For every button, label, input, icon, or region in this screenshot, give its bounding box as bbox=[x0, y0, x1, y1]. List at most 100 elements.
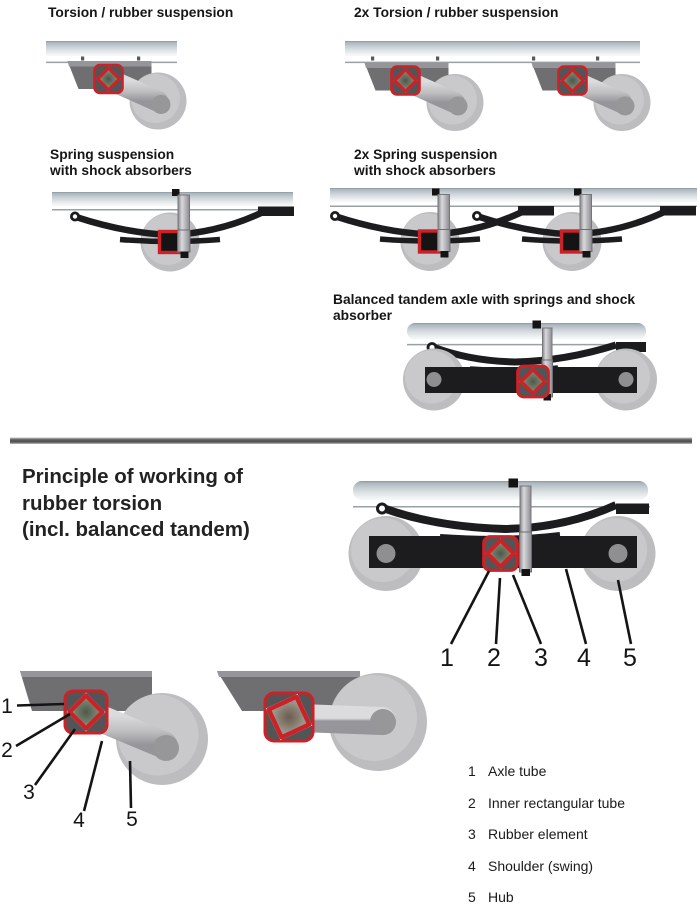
callout-lines bbox=[15, 702, 133, 812]
legend-item-axle-tube: 1 Axle tube bbox=[468, 763, 546, 779]
figure-balanced-tandem bbox=[403, 320, 657, 411]
title-spring-single: Spring suspension with shock absorbers bbox=[50, 147, 192, 180]
legend-label: Shoulder (swing) bbox=[488, 857, 594, 874]
legend-item-hub: 5 Hub bbox=[468, 889, 514, 905]
figure-torsion-detail-rest: 1 2 3 4 5 bbox=[1, 671, 208, 832]
inner-rectangular-tube bbox=[67, 693, 105, 731]
torsion-element bbox=[481, 534, 520, 573]
legend-label: Axle tube bbox=[488, 763, 547, 779]
figure-torsion-single bbox=[46, 41, 187, 130]
title-spring-double: 2x Spring suspension with shock absorber… bbox=[354, 147, 497, 180]
shock-absorber-lower bbox=[519, 531, 532, 573]
legend-item-shoulder: 4 Shoulder (swing) bbox=[468, 858, 593, 874]
rail-bolt bbox=[532, 56, 536, 61]
legend-item-rubber-element: 3 Rubber element bbox=[468, 826, 588, 842]
callout-line-2 bbox=[494, 577, 502, 645]
shock-bottom-mount bbox=[521, 569, 530, 576]
leaf-spring-main bbox=[431, 341, 618, 366]
callout-numbers: 1 2 3 4 5 bbox=[1, 695, 138, 832]
callout-number: 2 bbox=[487, 644, 501, 672]
legend-num: 5 bbox=[468, 889, 476, 905]
callout-line-3 bbox=[511, 574, 543, 645]
torsion-axle-unit bbox=[532, 63, 651, 132]
rail-bolt bbox=[371, 56, 375, 61]
legend-num: 1 bbox=[468, 763, 476, 779]
title-torsion-single: Torsion / rubber suspension bbox=[48, 5, 234, 20]
callout-number: 5 bbox=[623, 644, 637, 672]
mounting-bracket-top-edge bbox=[217, 671, 360, 677]
spring-shackle-plate bbox=[616, 342, 646, 352]
rail-bolt bbox=[596, 56, 600, 61]
callout-number: 4 bbox=[73, 809, 85, 832]
chassis-rail bbox=[52, 192, 293, 206]
beam-pivot bbox=[376, 544, 396, 563]
callout-line-4 bbox=[82, 740, 104, 812]
callout-number: 3 bbox=[23, 781, 35, 804]
callout-number: 5 bbox=[126, 808, 138, 831]
shock-top-mount bbox=[532, 320, 541, 329]
torsion-axle-unit bbox=[365, 63, 484, 132]
callout-number: 2 bbox=[1, 739, 13, 762]
callout-lines bbox=[449, 568, 633, 645]
principle-title: Principle of working of rubber torsion (… bbox=[22, 464, 250, 544]
torsion-element bbox=[515, 364, 551, 399]
spring-shackle-plate bbox=[616, 503, 649, 514]
rail-bolt bbox=[436, 56, 440, 61]
figure-spring-double bbox=[330, 188, 697, 271]
chassis-rail bbox=[330, 188, 697, 202]
beam-pivot bbox=[426, 372, 442, 387]
callout-line-5 bbox=[616, 579, 633, 645]
chassis-rail bbox=[345, 41, 640, 56]
beam-pivot bbox=[618, 372, 634, 387]
chassis-rail bbox=[353, 481, 648, 500]
leaf-spring-main bbox=[381, 501, 618, 534]
callout-line-5 bbox=[128, 760, 133, 809]
legend-item-inner-tube: 2 Inner rectangular tube bbox=[468, 795, 625, 811]
mounting-bracket-top-edge bbox=[20, 671, 152, 677]
chassis-rail bbox=[407, 323, 646, 340]
section-divider bbox=[10, 437, 692, 444]
shock-bottom-mount bbox=[543, 394, 551, 401]
hub-center bbox=[153, 735, 179, 761]
callout-number: 1 bbox=[1, 695, 13, 718]
beam-pivot bbox=[608, 544, 628, 563]
figure-spring-single bbox=[52, 189, 294, 272]
legend-label: Hub bbox=[488, 889, 514, 905]
legend-num: 2 bbox=[468, 794, 476, 811]
title-spring-single-line2: with shock absorbers bbox=[50, 163, 192, 179]
principle-title-line1: Principle of working of bbox=[22, 465, 243, 488]
callout-line-3 bbox=[33, 728, 77, 786]
callout-line-4 bbox=[564, 568, 588, 645]
callout-line-2 bbox=[15, 712, 71, 748]
title-spring-single-line1: Spring suspension bbox=[50, 147, 175, 162]
rail-bolt bbox=[81, 56, 85, 61]
title-spring-double-line2: with shock absorbers bbox=[354, 163, 496, 179]
shock-top-mount bbox=[508, 478, 518, 488]
inner-rectangular-tube bbox=[266, 694, 312, 740]
hub-center bbox=[370, 709, 396, 735]
legend-num: 3 bbox=[468, 826, 476, 842]
figure-principle-tandem: 1 2 3 4 5 bbox=[348, 478, 656, 672]
shock-absorber-body bbox=[519, 485, 532, 535]
torsion-axle-unit bbox=[68, 61, 187, 130]
callout-line-1 bbox=[16, 702, 65, 707]
callout-number: 3 bbox=[534, 644, 548, 672]
shock-absorber-body bbox=[542, 327, 553, 363]
title-torsion-double: 2x Torsion / rubber suspension bbox=[354, 5, 559, 20]
legend-label: Inner rectangular tube bbox=[488, 794, 625, 811]
rotated-inner-tube-group bbox=[265, 693, 313, 741]
figure-torsion-double bbox=[345, 41, 651, 131]
principle-title-line2: rubber torsion bbox=[22, 491, 163, 515]
callout-number: 1 bbox=[440, 644, 454, 672]
legend-num: 4 bbox=[468, 857, 476, 874]
title-balanced-tandem: Balanced tandem axle with springs and sh… bbox=[333, 292, 636, 324]
legend-label: Rubber element bbox=[488, 826, 588, 842]
callout-line-1 bbox=[449, 570, 491, 645]
spring-eye bbox=[376, 502, 388, 515]
rail-bolt bbox=[137, 56, 141, 61]
principle-title-line3: (incl. balanced tandem) bbox=[22, 518, 250, 541]
figure-torsion-detail-working bbox=[217, 671, 427, 771]
callout-numbers: 1 2 3 4 5 bbox=[440, 644, 637, 672]
